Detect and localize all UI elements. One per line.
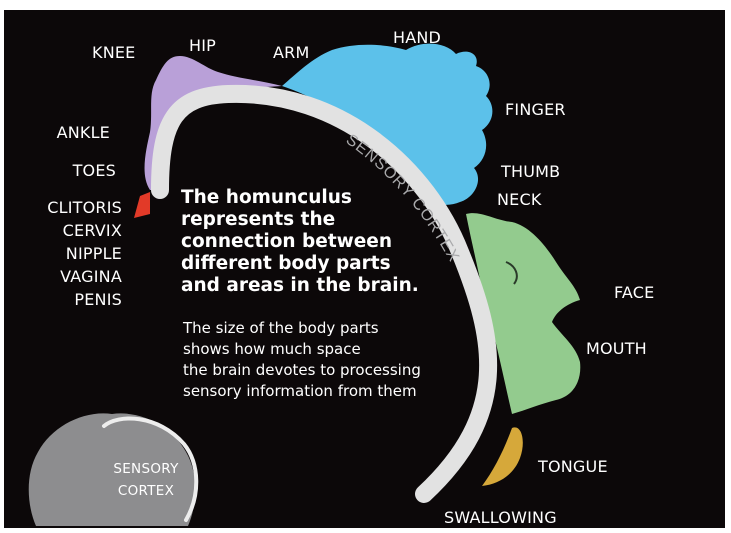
headline-line: The homunculus — [181, 187, 419, 209]
explanation-line: shows how much space — [183, 339, 421, 360]
label-cervix: CERVIX — [20, 222, 122, 240]
label-finger: FINGER — [505, 101, 566, 119]
headline-line: and areas in the brain. — [181, 275, 419, 297]
label-face: FACE — [614, 284, 654, 302]
label-toes: TOES — [20, 162, 116, 180]
label-thumb: THUMB — [501, 163, 560, 181]
explanation-text: The size of the body parts shows how muc… — [183, 318, 421, 402]
label-arm: ARM — [273, 44, 309, 62]
explanation-line: the brain devotes to processing — [183, 360, 421, 381]
label-vagina: VAGINA — [20, 268, 122, 286]
headline-line: represents the — [181, 209, 419, 231]
label-hand: HAND — [393, 29, 441, 47]
headline-line: different body parts — [181, 253, 419, 275]
label-tongue: TONGUE — [538, 458, 608, 476]
label-penis: PENIS — [20, 291, 122, 309]
label-ankle: ANKLE — [20, 124, 110, 142]
explanation-line: The size of the body parts — [183, 318, 421, 339]
label-neck: NECK — [497, 191, 542, 209]
label-clitoris: CLITORIS — [20, 199, 122, 217]
label-swallowing: SWALLOWING — [444, 509, 557, 527]
brain-label-line: SENSORY — [98, 458, 194, 480]
tongue-shape — [482, 427, 523, 486]
explanation-line: sensory information from them — [183, 381, 421, 402]
headline: The homunculus represents the connection… — [181, 187, 419, 297]
genitals-shape — [134, 192, 150, 218]
label-mouth: MOUTH — [586, 340, 647, 358]
brain-thumbnail-label: SENSORY CORTEX — [98, 458, 194, 502]
brain-label-line: CORTEX — [98, 480, 194, 502]
label-nipple: NIPPLE — [20, 245, 122, 263]
label-hip: HIP — [189, 37, 216, 55]
headline-line: connection between — [181, 231, 419, 253]
label-knee: KNEE — [92, 44, 135, 62]
